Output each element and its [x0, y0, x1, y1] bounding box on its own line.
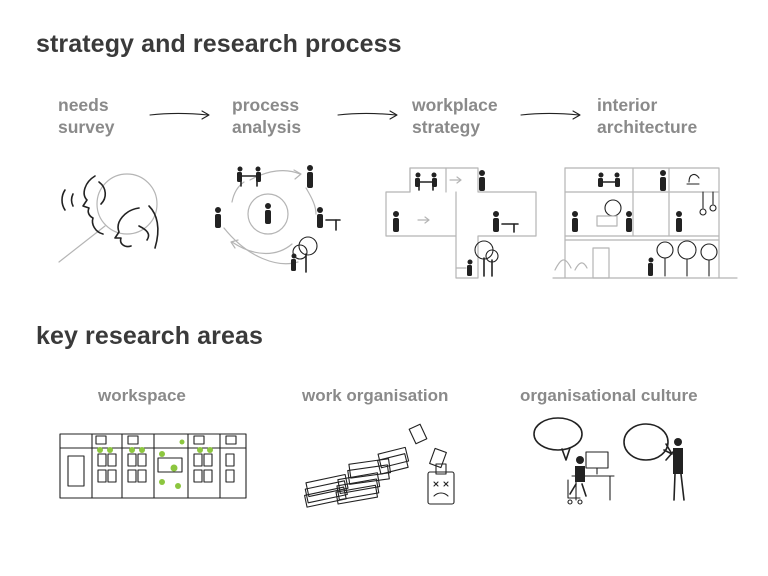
face-dialogue-icon [58, 173, 159, 263]
step-label-line1: interior [597, 95, 658, 115]
arrow-right-icon [337, 110, 398, 120]
area-label-work-organisation: work organisation [302, 386, 449, 405]
step-label-line1: process [232, 95, 300, 115]
paper-stacks-icon [304, 423, 455, 508]
arrow-right-icon [520, 110, 581, 120]
area-label-organisational-culture: organisational culture [520, 386, 698, 405]
step-label-line2: survey [58, 117, 115, 137]
section-title-research-areas: key research areas [36, 322, 263, 350]
workplace-layout-icon [385, 167, 537, 279]
floor-plan-icon [59, 433, 247, 499]
step-needs-survey: needs survey [58, 94, 114, 138]
step-interior-architecture: interior architecture [597, 94, 697, 138]
step-label-line1: workplace [412, 95, 498, 115]
process-cycle-icon [215, 165, 341, 273]
step-workplace-strategy: workplace strategy [412, 94, 498, 138]
arrow-right-icon [149, 110, 210, 120]
speech-bubbles-icon [533, 417, 685, 505]
section-title-process: strategy and research process [36, 30, 402, 58]
step-label-line2: analysis [232, 117, 302, 137]
step-process-analysis: process analysis [232, 94, 301, 138]
step-label-line1: needs [58, 95, 109, 115]
area-label-workspace: workspace [98, 386, 186, 405]
step-label-line2: architecture [597, 117, 698, 137]
step-label-line2: strategy [412, 117, 481, 137]
building-section-icon [552, 167, 738, 279]
